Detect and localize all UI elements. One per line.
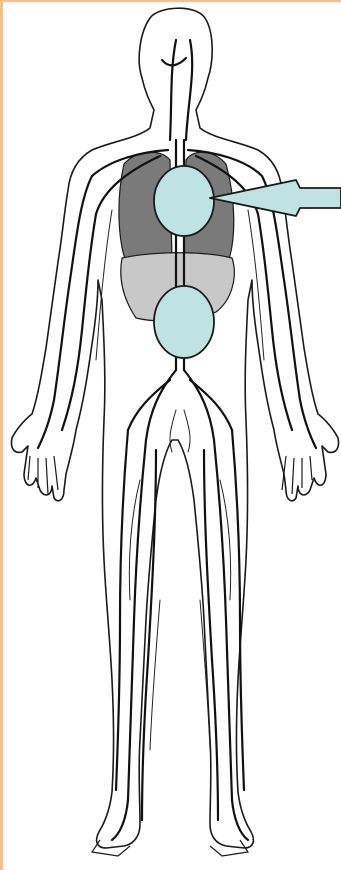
hands <box>28 456 312 494</box>
body-outline <box>11 8 338 848</box>
marker-lower[interactable] <box>154 286 214 358</box>
marker-upper[interactable] <box>154 166 214 236</box>
